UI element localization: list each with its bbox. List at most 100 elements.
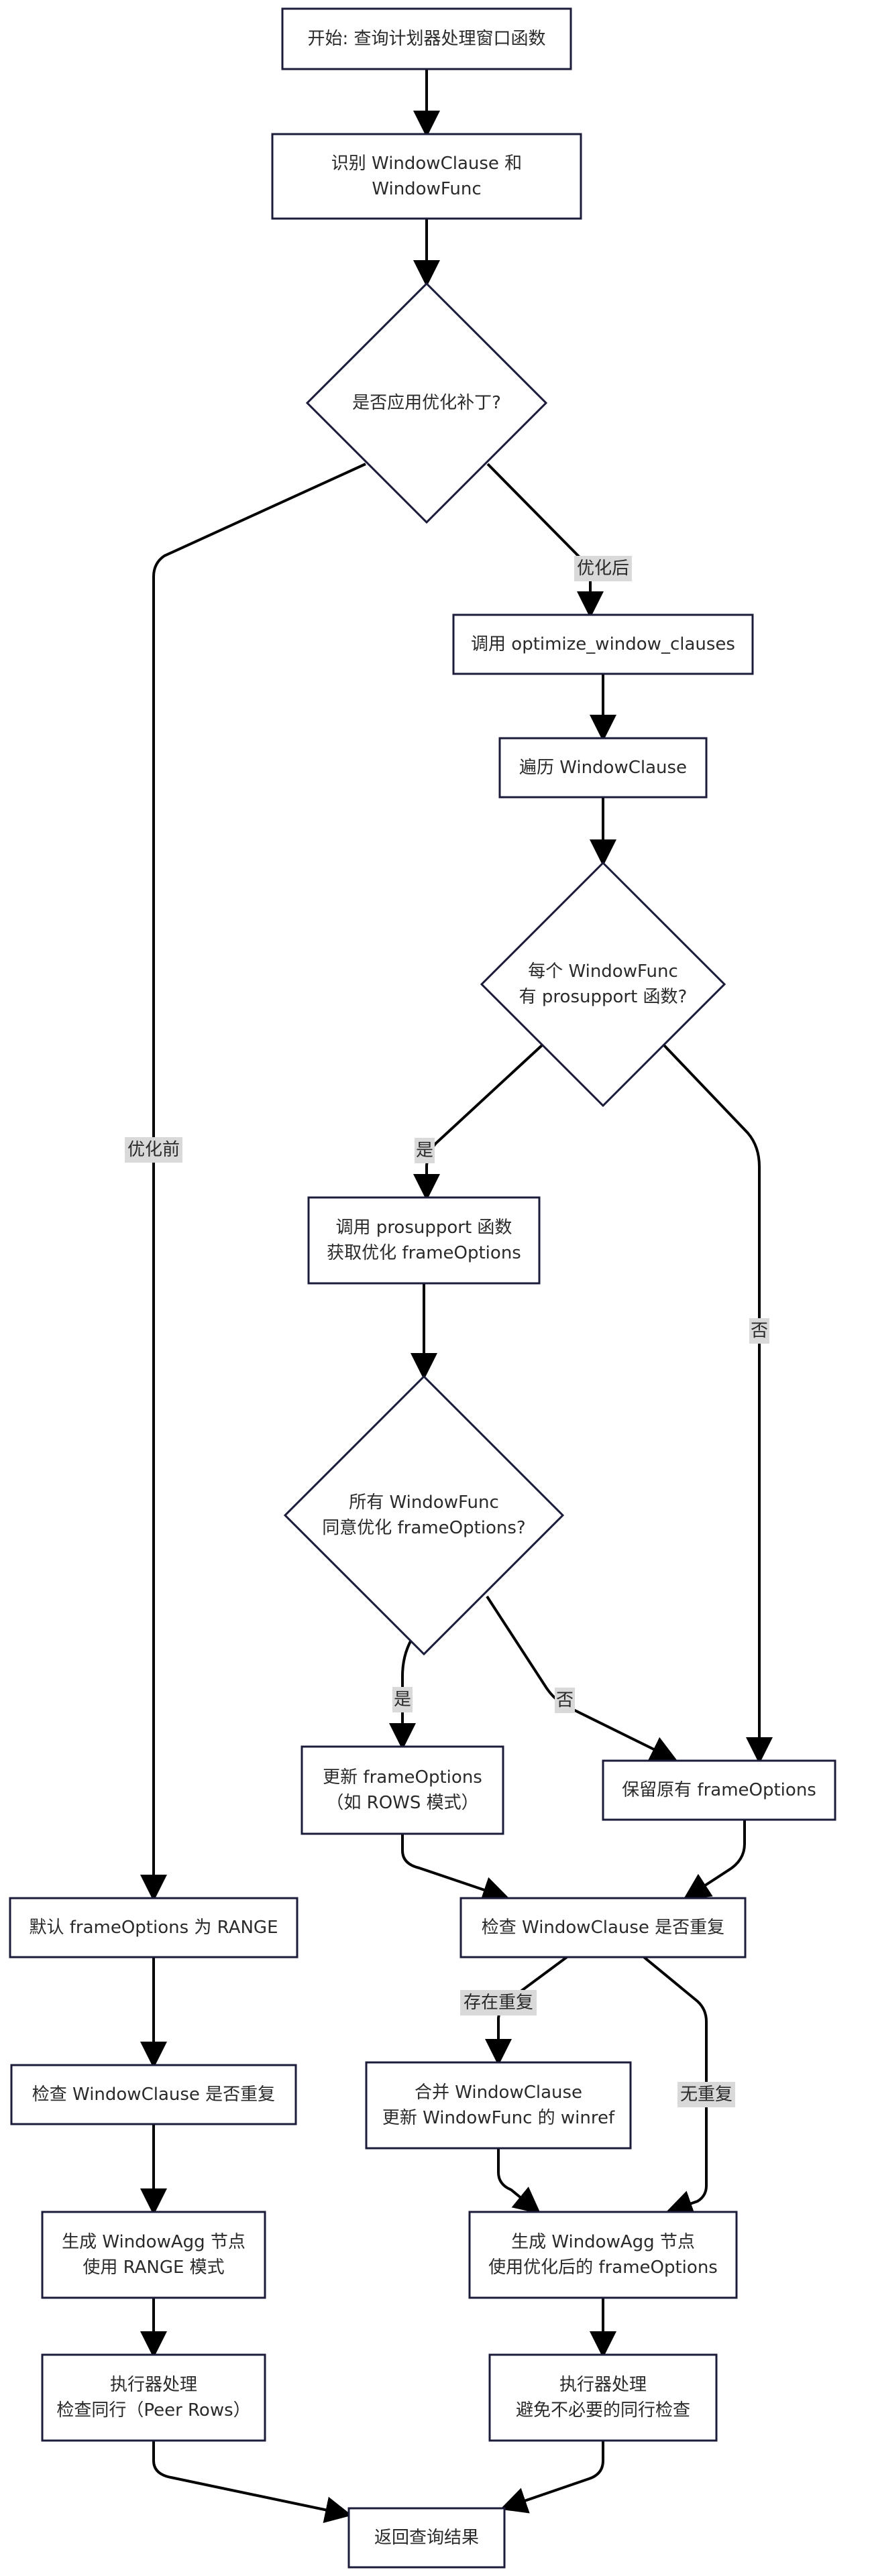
node-label: 调用 optimize_window_clauses bbox=[471, 634, 735, 654]
node-label: 默认 frameOptions 为 RANGE bbox=[29, 1918, 278, 1938]
edge-agree-yes-to-update-frame bbox=[389, 1639, 416, 1750]
node-keep-frame: 保留原有 frameOptions bbox=[602, 1759, 836, 1821]
process-box bbox=[498, 737, 708, 799]
edge-label-background bbox=[677, 2082, 735, 2107]
edge-patch-to-call-optimize bbox=[486, 463, 604, 618]
node-label: 同意优化 frameOptions? bbox=[322, 1518, 525, 1538]
node-start: 开始: 查询计划器处理窗口函数 bbox=[281, 7, 572, 70]
process-box bbox=[41, 2353, 266, 2442]
node-label: 开始: 查询计划器处理窗口函数 bbox=[307, 29, 545, 49]
node-label: 遍历 WindowClause bbox=[519, 758, 687, 778]
edge-exec-left-to-return bbox=[152, 2441, 352, 2523]
edge-merge-to-gen-agg-right bbox=[497, 2148, 541, 2215]
node-label: 返回查询结果 bbox=[374, 2528, 479, 2548]
node-label: 使用 RANGE 模式 bbox=[83, 2258, 224, 2278]
node-label: 执行器处理 bbox=[110, 2375, 197, 2395]
process-box bbox=[41, 2211, 266, 2299]
process-box bbox=[347, 2507, 506, 2569]
edge-exec-right-to-return bbox=[500, 2441, 604, 2514]
edge-update-frame-to-check-dup bbox=[401, 1834, 510, 1903]
edge-label-text: 否 bbox=[751, 1321, 768, 1341]
node-label: 检查 WindowClause 是否重复 bbox=[482, 1918, 724, 1938]
process-box bbox=[602, 1759, 836, 1821]
edge-label-text: 是 bbox=[394, 1690, 411, 1710]
node-label: 保留原有 frameOptions bbox=[622, 1780, 816, 1800]
node-label: 获取优化 frameOptions bbox=[327, 1243, 521, 1263]
edge-prosupport-no-to-keep-frame bbox=[663, 1044, 773, 1764]
edge-label-no-dup: 无重复 bbox=[677, 2082, 735, 2107]
decision-diamond bbox=[305, 282, 548, 524]
node-label: 生成 WindowAgg 节点 bbox=[511, 2232, 695, 2252]
edge-label-background bbox=[574, 556, 632, 581]
edge-keep-frame-to-check-dup bbox=[683, 1820, 746, 1900]
edge-label-no1: 否 bbox=[749, 1318, 769, 1344]
node-label: 所有 WindowFunc bbox=[349, 1492, 499, 1513]
edge-label-background bbox=[392, 1687, 413, 1712]
edge-patch-to-default-range bbox=[140, 463, 366, 1901]
process-box bbox=[365, 2061, 632, 2150]
node-check-dup-left: 检查 WindowClause 是否重复 bbox=[10, 2064, 297, 2125]
edge-label-no2: 否 bbox=[555, 1688, 575, 1713]
process-box bbox=[459, 1897, 747, 1958]
node-label: 执行器处理 bbox=[559, 2375, 647, 2395]
edge-label-has-dup: 存在重复 bbox=[460, 1990, 537, 2015]
node-label: （如 ROWS 模式） bbox=[326, 1793, 478, 1813]
node-label: 合并 WindowClause bbox=[415, 2083, 582, 2103]
process-box bbox=[452, 613, 754, 675]
node-merge: 合并 WindowClause 更新 WindowFunc 的 winref bbox=[365, 2061, 632, 2150]
edge-label-background bbox=[555, 1688, 575, 1713]
edge-label-before: 优化前 bbox=[125, 1137, 182, 1163]
node-label: 使用优化后的 frameOptions bbox=[488, 2258, 718, 2278]
node-label: 更新 WindowFunc 的 winref bbox=[382, 2108, 615, 2128]
edge-label-text: 存在重复 bbox=[464, 1993, 533, 2013]
edge-label-text: 无重复 bbox=[680, 2085, 732, 2105]
process-box bbox=[271, 133, 582, 220]
node-label: 检查 WindowClause 是否重复 bbox=[32, 2085, 275, 2105]
node-default-range: 默认 frameOptions 为 RANGE bbox=[9, 1897, 298, 1958]
process-box bbox=[281, 7, 572, 70]
node-label: 避免不必要的同行检查 bbox=[516, 2400, 690, 2420]
node-patch-decision: 是否应用优化补丁? bbox=[305, 282, 548, 524]
decision-diamond bbox=[480, 861, 726, 1108]
edge-label-after: 优化后 bbox=[574, 556, 632, 581]
node-label: 调用 prosupport 函数 bbox=[336, 1218, 512, 1238]
node-label: WindowFunc bbox=[372, 179, 481, 199]
process-box bbox=[488, 2353, 718, 2442]
edge-prosupport-yes-to-call-prosupport bbox=[413, 1044, 543, 1201]
node-label: 每个 WindowFunc bbox=[528, 961, 678, 982]
edge-agree-no-to-keep-frame bbox=[486, 1595, 678, 1761]
process-box bbox=[10, 2064, 297, 2125]
edge-label-background bbox=[460, 1990, 537, 2015]
process-box bbox=[9, 1897, 298, 1958]
edge-label-background bbox=[415, 1138, 435, 1163]
node-label: 更新 frameOptions bbox=[323, 1767, 482, 1788]
node-prosupport-decision: 每个 WindowFunc 有 prosupport 函数? bbox=[480, 861, 726, 1108]
decision-diamond bbox=[283, 1374, 565, 1656]
node-return: 返回查询结果 bbox=[347, 2507, 506, 2569]
node-update-frame: 更新 frameOptions （如 ROWS 模式） bbox=[301, 1745, 504, 1835]
edge-label-background bbox=[749, 1318, 769, 1344]
process-box bbox=[301, 1745, 504, 1835]
edge-label-text: 是 bbox=[416, 1140, 433, 1161]
node-check-dup-right: 检查 WindowClause 是否重复 bbox=[459, 1897, 747, 1958]
node-label: 是否应用优化补丁? bbox=[352, 393, 501, 413]
node-traverse: 遍历 WindowClause bbox=[498, 737, 708, 799]
node-agree-decision: 所有 WindowFunc 同意优化 frameOptions? bbox=[283, 1374, 565, 1656]
node-label: 有 prosupport 函数? bbox=[519, 987, 688, 1007]
process-box bbox=[307, 1196, 541, 1285]
process-box bbox=[468, 2211, 738, 2299]
edge-label-text: 优化后 bbox=[577, 559, 629, 579]
edge-label-text: 否 bbox=[556, 1690, 574, 1710]
node-call-optimize: 调用 optimize_window_clauses bbox=[452, 613, 754, 675]
edge-label-yes2: 是 bbox=[392, 1687, 413, 1712]
node-label: 生成 WindowAgg 节点 bbox=[62, 2232, 246, 2252]
node-label: 检查同行（Peer Rows） bbox=[56, 2400, 250, 2420]
